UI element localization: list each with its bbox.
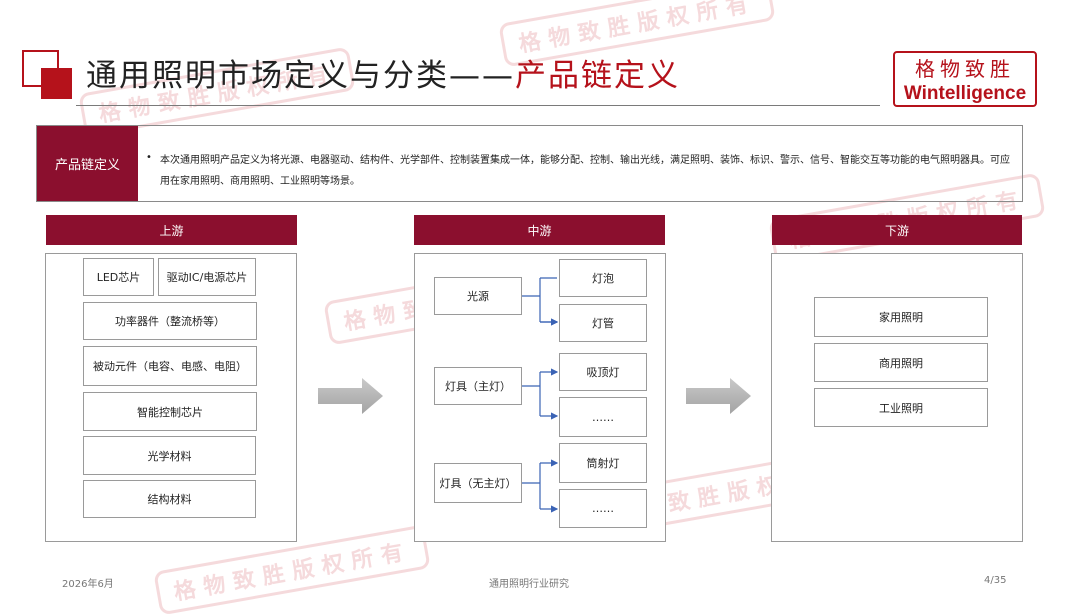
upstream-item: 功率器件（整流桥等） — [83, 302, 257, 340]
upstream-item: 驱动IC/电源芯片 — [158, 258, 256, 296]
downstream-item: 商用照明 — [814, 343, 988, 382]
upstream-item: LED芯片 — [83, 258, 154, 296]
midstream-category: 灯具（无主灯） — [434, 463, 522, 503]
definition-box — [36, 125, 1023, 202]
midstream-product: 灯泡 — [559, 259, 647, 297]
brand-name-en: Wintelligence — [903, 83, 1027, 104]
upstream-item: 被动元件（电容、电感、电阻） — [83, 346, 257, 386]
flow-arrow-icon — [686, 378, 751, 414]
midstream-product: 灯管 — [559, 304, 647, 342]
downstream-header: 下游 — [772, 215, 1022, 245]
upstream-header: 上游 — [46, 215, 297, 245]
page-title: 通用照明市场定义与分类——产品链定义 — [86, 56, 680, 96]
definition-label: 产品链定义 — [37, 126, 138, 201]
downstream-item: 工业照明 — [814, 388, 988, 427]
footer-title: 通用照明行业研究 — [489, 579, 569, 590]
page-title-main: 通用照明市场定义与分类—— — [86, 58, 515, 94]
title-divider — [76, 105, 880, 106]
flow-arrow-icon — [318, 378, 383, 414]
upstream-item: 智能控制芯片 — [83, 392, 257, 431]
midstream-product: …… — [559, 489, 647, 528]
page-title-accent: 产品链定义 — [515, 58, 680, 94]
footer-date: 2026年6月 — [62, 579, 114, 590]
midstream-header: 中游 — [414, 215, 665, 245]
midstream-product: …… — [559, 397, 647, 437]
midstream-connectors — [522, 277, 570, 513]
definition-text: 本次通用照明产品定义为将光源、电器驱动、结构件、光学部件、控制装置集成一体，能够… — [160, 155, 1010, 187]
upstream-item: 光学材料 — [83, 436, 256, 475]
midstream-product: 筒射灯 — [559, 443, 647, 483]
midstream-category: 光源 — [434, 277, 522, 315]
definition-bullet: • — [146, 152, 152, 163]
upstream-item: 结构材料 — [83, 480, 256, 518]
downstream-item: 家用照明 — [814, 297, 988, 337]
midstream-product: 吸顶灯 — [559, 353, 647, 391]
brand-name-cn: 格物致胜 — [915, 57, 1015, 81]
midstream-category: 灯具（主灯） — [434, 367, 522, 405]
page-number: 4/35 — [984, 575, 1007, 586]
logo-square-fill — [41, 68, 72, 99]
brand-logo: 格物致胜 Wintelligence — [893, 51, 1037, 107]
